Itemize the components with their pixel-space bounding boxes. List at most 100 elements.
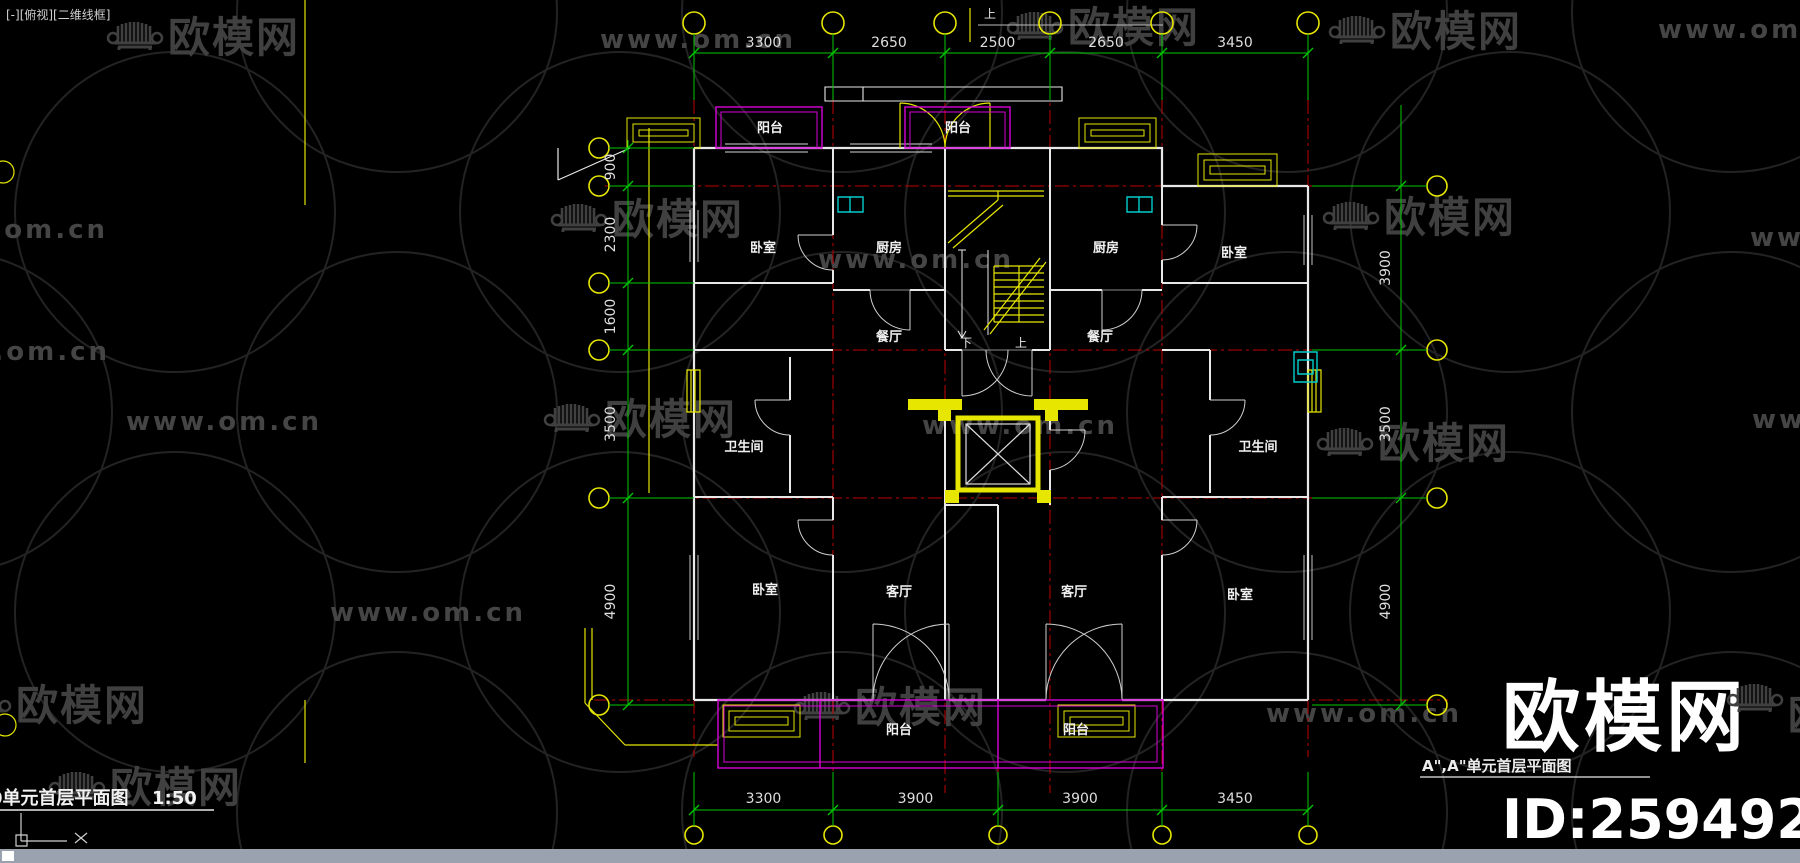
entry-door-arcs	[899, 102, 991, 149]
bath-window-left	[686, 369, 701, 413]
eave-corner	[557, 147, 631, 181]
dim-value: 3450	[1217, 35, 1253, 51]
dim-value: 3900	[898, 791, 934, 807]
watermark-texts: www.om.cn www.om.cn www.om.cn www.om.cn www.…	[0, 3, 1800, 812]
grid-bubble	[821, 11, 845, 35]
brand-id: ID:2594929	[1502, 788, 1800, 851]
room-label-living: 客厅	[886, 584, 912, 600]
watermark-brand-text: 欧模网	[16, 681, 148, 730]
elevator	[908, 399, 1088, 503]
stair-landing	[948, 190, 1044, 197]
watermark-site-text: www.om.cn	[1752, 405, 1800, 435]
taskbar-start-button[interactable]	[2, 851, 14, 861]
dim-value: 2500	[980, 35, 1016, 51]
watermark-brand-text: 欧模网	[1378, 419, 1510, 468]
viewport-controls[interactable]: [-][俯视][二维线框]	[6, 7, 110, 22]
fixtures	[837, 196, 1318, 383]
room-label-bathroom: 卫生间	[724, 439, 763, 455]
room-label-bathroom: 卫生间	[1238, 439, 1277, 455]
watermark-brand-text: 欧模网	[855, 683, 987, 732]
brand-name: 欧模网	[1502, 673, 1748, 763]
bay-window	[626, 117, 701, 149]
bay-window	[638, 129, 689, 137]
watermark-circle	[459, 51, 781, 373]
yellow-elements	[0, 0, 1322, 763]
stair-treads	[993, 265, 1044, 323]
bay-window	[722, 704, 801, 738]
door-arcs	[754, 224, 1246, 701]
sofa-icon	[550, 202, 608, 234]
sofa-icon	[106, 20, 164, 52]
bay-window	[1090, 129, 1145, 137]
watermark-circle	[236, 651, 558, 863]
watermark-circle	[681, 651, 1003, 863]
watermark-site-text: www.om.cn	[0, 215, 108, 245]
watermark-site-text: www.om.cn	[1750, 223, 1800, 253]
drawing-title-right: A",A"单元首层平面图	[1422, 757, 1572, 775]
dim-value: 3300	[746, 35, 782, 51]
title-block-right: A",A"单元首层平面图 欧模网 ID:2594929	[1420, 673, 1800, 851]
watermark-brand-text: 欧模网	[1788, 691, 1800, 740]
watermark-circle	[904, 451, 1226, 773]
sofa-icon	[543, 402, 601, 434]
grid-bubble	[933, 11, 957, 35]
stray-bubble-1	[0, 160, 15, 184]
room-label-living: 客厅	[1061, 584, 1087, 600]
kitchen-sink-right	[1126, 196, 1153, 213]
bay-window	[1078, 117, 1157, 149]
grid-bubble	[588, 272, 610, 294]
bay-window	[734, 716, 789, 726]
dim-value: 3300	[746, 791, 782, 807]
bay-window	[1057, 704, 1136, 738]
room-label-balcony: 阳台	[945, 120, 971, 136]
bay-window	[1203, 159, 1272, 181]
stair-guides	[957, 249, 989, 339]
sofa-icon	[1322, 200, 1380, 232]
watermark-circle	[1571, 251, 1800, 573]
watermark-brand-text: 欧模网	[168, 13, 300, 62]
stray-bubble-2	[0, 713, 17, 737]
watermark-circle	[681, 251, 1003, 573]
room-label-balcony: 阳台	[757, 120, 783, 136]
stair-down-label: 下	[960, 336, 972, 350]
grid-bubble	[684, 825, 704, 845]
watermark-circle	[14, 451, 336, 773]
title-block-left: 0单元首层平面图 1:50	[0, 787, 214, 847]
watermark-site-text: www.om.cn	[1658, 15, 1800, 45]
balcony-outlines	[715, 106, 1164, 769]
bay-window	[632, 123, 695, 143]
watermark-circle	[459, 451, 781, 773]
stair-up-label: 上	[1015, 336, 1027, 350]
watermark-circle	[1126, 651, 1448, 863]
room-label-kitchen: 厨房	[876, 240, 902, 256]
watermark-circle	[681, 0, 1003, 173]
kitchen-sink-left	[837, 196, 864, 213]
sofa-icon	[1006, 10, 1064, 42]
watermark-site-text: www.om.cn	[818, 245, 1014, 275]
watermark-site-text: www.om.cn	[126, 407, 322, 437]
bay-window	[1063, 710, 1130, 732]
dimension-lines	[627, 52, 1402, 811]
drawing-scale: 1:50	[152, 788, 197, 809]
grid-bubble	[988, 825, 1008, 845]
room-labels: 卧室厨房厨房卧室餐厅餐厅卫生间卫生间卧室客厅客厅卧室阳台阳台阳台阳台	[724, 120, 1277, 738]
neighbor-lines	[304, 0, 718, 763]
drawing-title-left: 0单元首层平面图	[0, 787, 129, 809]
bay-window	[728, 710, 795, 732]
dim-value: 2300	[603, 217, 619, 253]
watermark-circle	[14, 51, 336, 373]
ucs-marker	[15, 813, 88, 847]
dim-value: 3500	[603, 406, 619, 442]
dim-value: 4900	[603, 584, 619, 620]
bay-window	[1084, 123, 1151, 143]
room-label-bedroom: 卧室	[752, 582, 778, 598]
watermark-circle	[1571, 0, 1800, 173]
watermark-brand-text: 欧模网	[612, 195, 744, 244]
watermark-site-text: www.om.cn	[330, 598, 526, 628]
sofa-icon	[1328, 14, 1386, 46]
room-label-dining: 餐厅	[875, 329, 902, 345]
room-label-dining: 餐厅	[1086, 329, 1113, 345]
